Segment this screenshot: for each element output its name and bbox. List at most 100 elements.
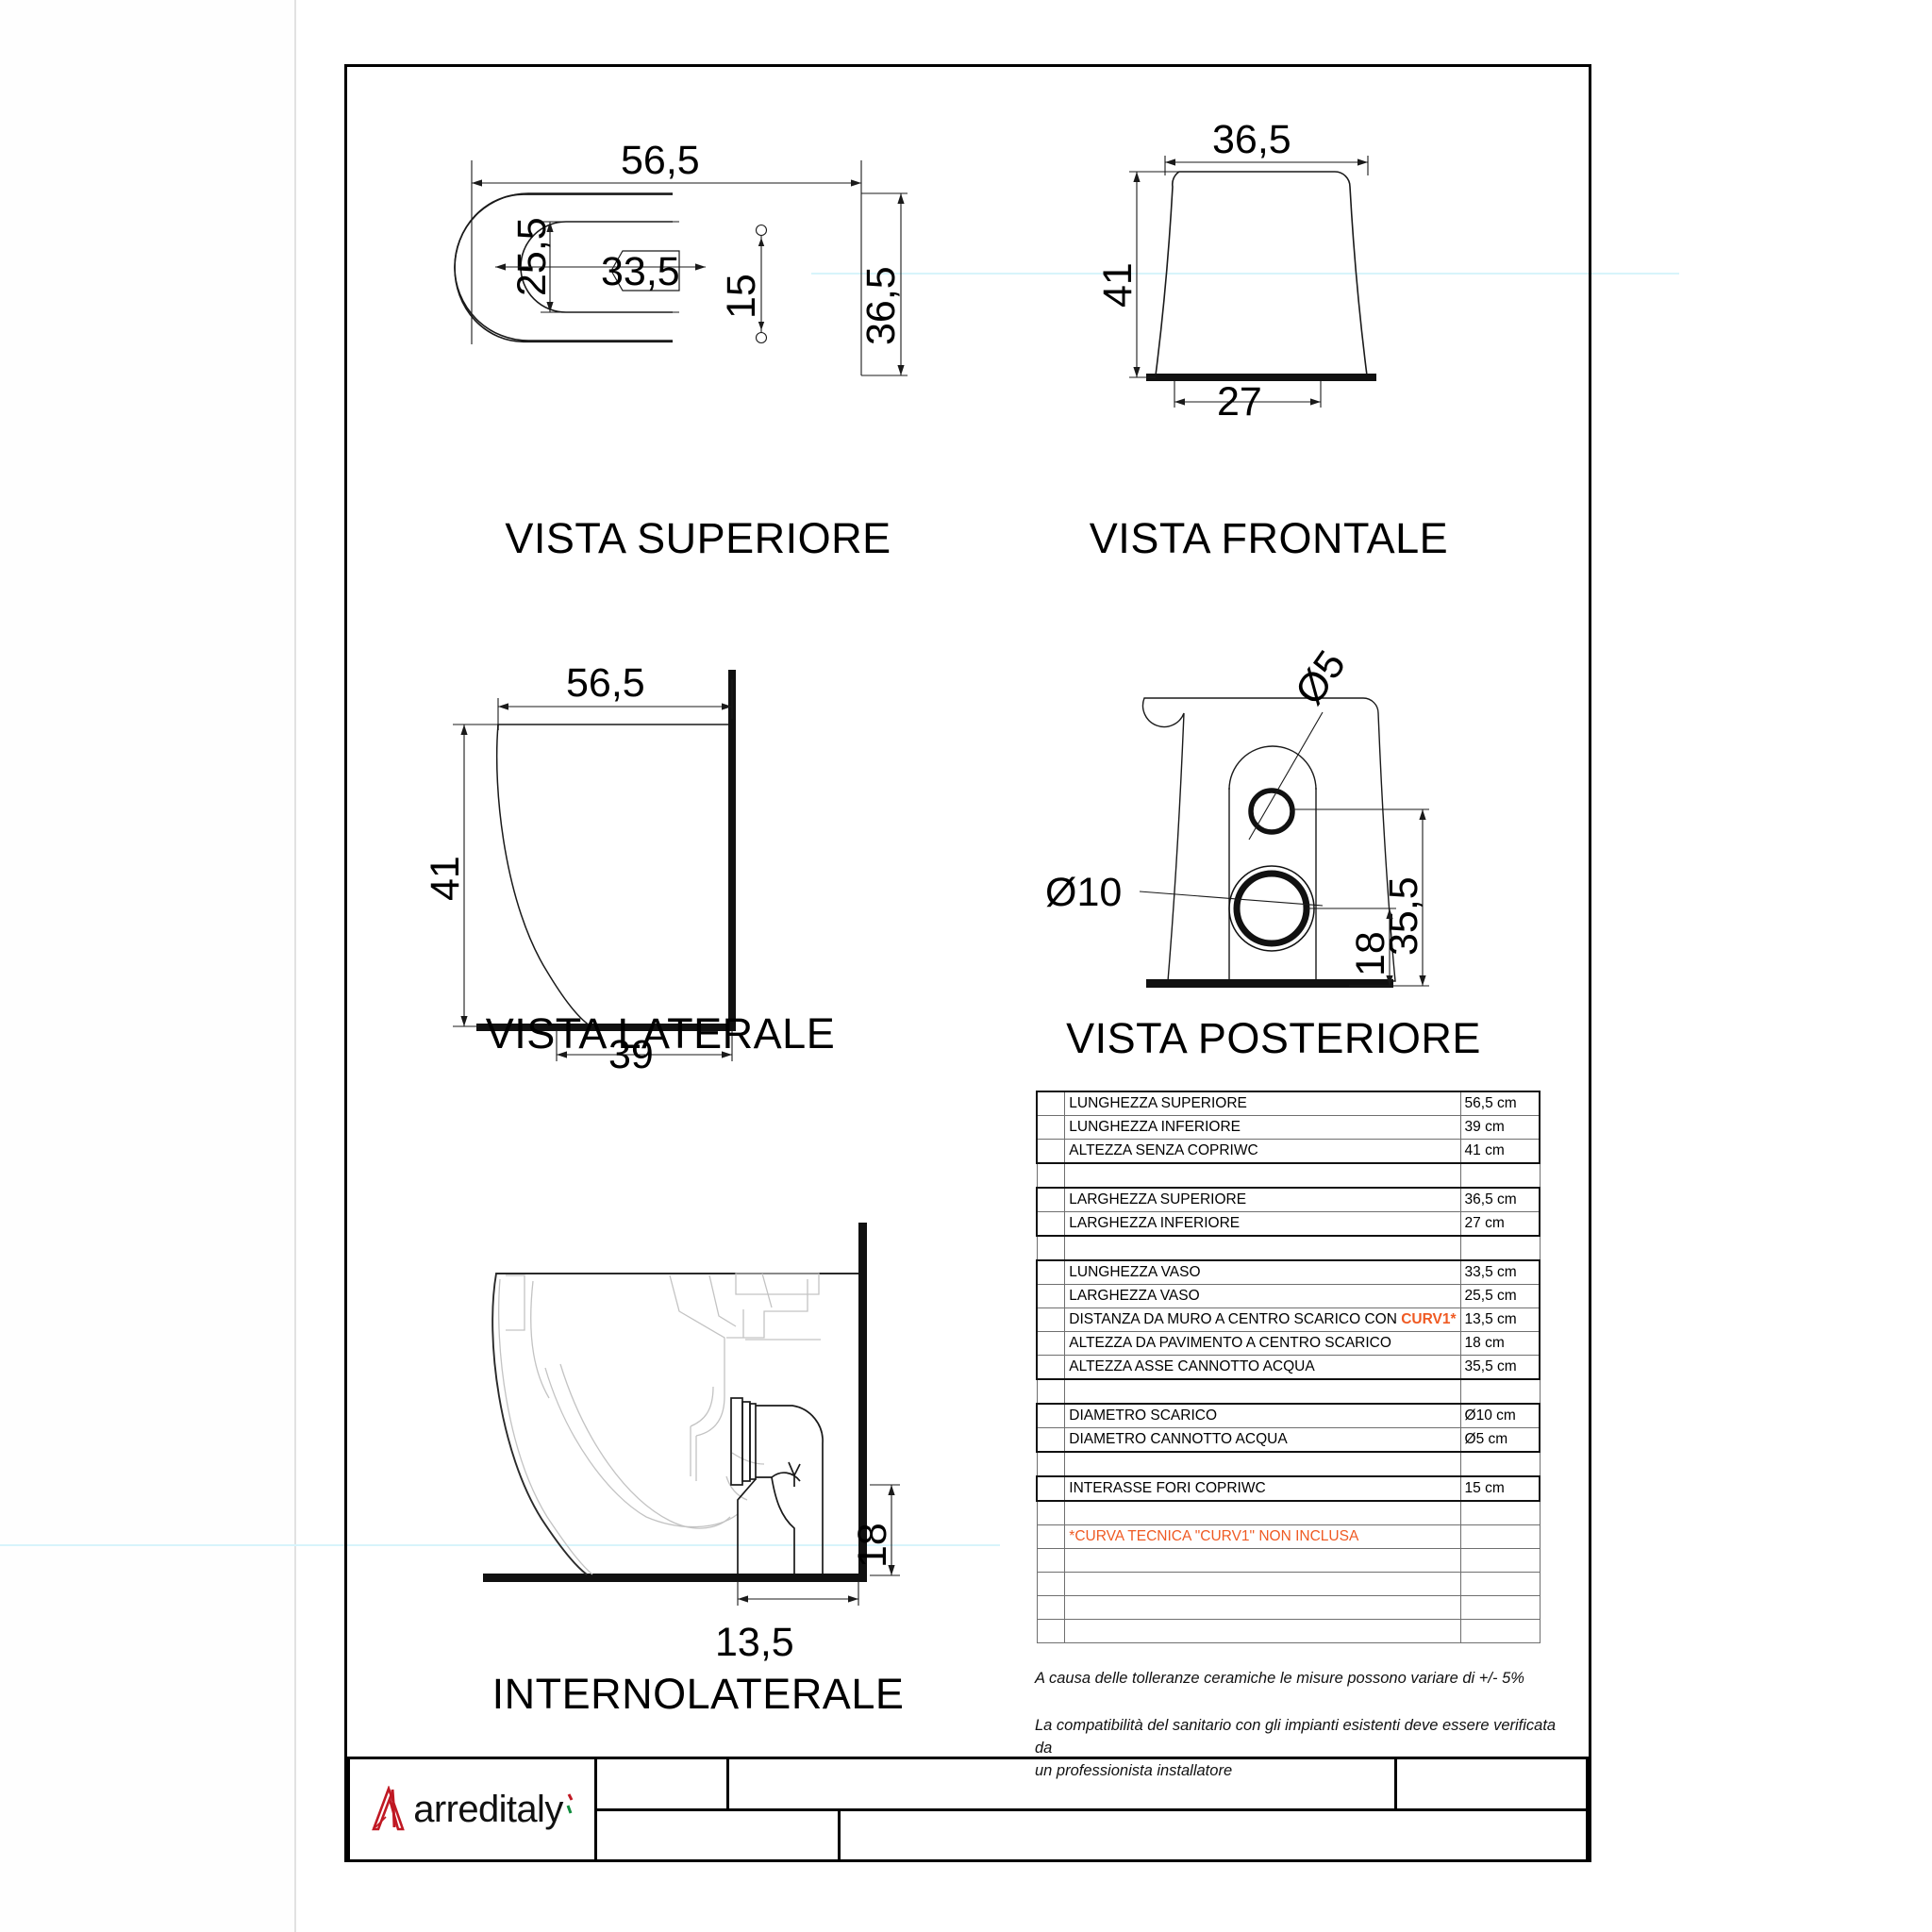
title-block-cell-5 — [841, 1811, 1586, 1860]
table-cell-label — [1064, 1378, 1461, 1405]
table-cell-label: ALTEZZA ASSE CANNOTTO ACQUA — [1064, 1355, 1461, 1380]
title-block-cell-4 — [597, 1810, 841, 1859]
table-cell-index — [1036, 1572, 1066, 1596]
title-block-cell-3 — [1397, 1759, 1586, 1808]
table-cell-label: LUNGHEZZA INFERIORE — [1064, 1115, 1461, 1140]
table-cell-label — [1064, 1595, 1461, 1620]
table-cell-value — [1459, 1451, 1541, 1477]
table-cell-label: ALTEZZA SENZA COPRIWC — [1064, 1139, 1461, 1164]
view-title-vista-laterale: VISTA LATERALE — [485, 1009, 836, 1058]
dim-18-internal: 18 — [850, 1523, 895, 1568]
table-cell-value — [1459, 1619, 1541, 1643]
table-cell-value: 56,5 cm — [1459, 1091, 1541, 1116]
table-cell-label: *CURVA TECNICA "CURV1" NON INCLUSA — [1064, 1524, 1461, 1549]
table-cell-label: DIAMETRO SCARICO — [1064, 1403, 1461, 1428]
table-cell-index — [1036, 1378, 1066, 1405]
page-left-gutter — [0, 0, 294, 1932]
table-cell-index — [1036, 1259, 1066, 1285]
title-block-row-top — [597, 1759, 1586, 1811]
footnote-tolerance: A causa delle tolleranze ceramiche le mi… — [1035, 1670, 1524, 1687]
dim-36-5-right: 36,5 — [858, 266, 904, 345]
brand-logo-text: arreditaly — [413, 1788, 563, 1830]
table-cell-value — [1459, 1378, 1541, 1405]
dim-diam-10: Ø10 — [1045, 870, 1122, 915]
table-cell-label — [1064, 1572, 1461, 1596]
table-row — [1036, 1548, 1541, 1573]
table-row: DISTANZA DA MURO A CENTRO SCARICO CON CU… — [1036, 1307, 1541, 1332]
wall-line-side — [728, 670, 736, 1030]
view-vista-frontale: 36,5 41 27 — [1071, 117, 1467, 434]
table-row — [1036, 1235, 1541, 1261]
table-cell-index — [1036, 1500, 1066, 1525]
title-block-cell-2 — [729, 1759, 1397, 1808]
dim-13-5-internal: 13,5 — [715, 1620, 794, 1665]
table-cell-value: 18 cm — [1459, 1331, 1541, 1356]
table-cell-value: Ø5 cm — [1459, 1427, 1541, 1453]
table-cell-index — [1036, 1331, 1066, 1356]
table-cell-value — [1459, 1595, 1541, 1620]
wall-line-internal — [858, 1223, 867, 1581]
view-vista-superiore: 56,5 36,5 25,5 33,5 — [443, 138, 953, 425]
dim-41-front: 41 — [1095, 262, 1141, 308]
table-cell-value — [1459, 1235, 1541, 1261]
view-title-vista-posteriore: VISTA POSTERIORE — [1066, 1014, 1481, 1062]
dim-56-5-top: 56,5 — [621, 138, 700, 183]
table-row — [1036, 1595, 1541, 1620]
table-cell-label: INTERASSE FORI COPRIWC — [1064, 1475, 1461, 1502]
dim-39-side-bottom: 39 — [608, 1032, 654, 1077]
table-cell-index — [1036, 1427, 1066, 1453]
table-cell-index — [1036, 1355, 1066, 1380]
view-vista-posteriore: Ø5 Ø10 35,5 18 — [1028, 618, 1519, 1033]
table-row — [1036, 1619, 1541, 1643]
table-cell-label — [1064, 1235, 1461, 1261]
table-cell-value — [1459, 1548, 1541, 1573]
view-vista-laterale: 56,5 41 39 — [415, 660, 896, 1077]
title-block: arreditaly — [347, 1757, 1589, 1862]
footnote-compatibility-line1: La compatibilità del sanitario con gli i… — [1035, 1717, 1557, 1757]
table-row — [1036, 1378, 1541, 1405]
table-cell-label: LARGHEZZA INFERIORE — [1064, 1211, 1461, 1237]
table-row — [1036, 1572, 1541, 1596]
table-cell-value: Ø10 cm — [1459, 1403, 1541, 1428]
table-cell-value: 39 cm — [1459, 1115, 1541, 1140]
table-cell-label: LARGHEZZA SUPERIORE — [1064, 1187, 1461, 1212]
table-cell-index — [1036, 1619, 1066, 1643]
accent-text: CURV1* — [1401, 1311, 1457, 1327]
floor-line-side — [476, 1024, 736, 1031]
dim-diam-5: Ø5 — [1287, 642, 1355, 713]
view-title-vista-superiore: VISTA SUPERIORE — [505, 514, 891, 562]
table-cell-value: 36,5 cm — [1459, 1187, 1541, 1212]
table-cell-label: LUNGHEZZA VASO — [1064, 1259, 1461, 1285]
water-inlet-hole — [1248, 788, 1295, 835]
footnote-compatibility-line2: un professionista installatore — [1035, 1761, 1233, 1779]
dim-15-seat-holes: 15 — [719, 274, 764, 319]
dim-18-rear: 18 — [1348, 931, 1393, 976]
table-row — [1036, 1500, 1541, 1525]
table-cell-index — [1036, 1235, 1066, 1261]
table-cell-label: LUNGHEZZA SUPERIORE — [1064, 1091, 1461, 1116]
table-cell-label — [1064, 1548, 1461, 1573]
floor-line-rear — [1146, 979, 1393, 988]
floor-line-internal — [483, 1574, 867, 1582]
table-cell-value — [1459, 1572, 1541, 1596]
table-row — [1036, 1451, 1541, 1477]
floor-line-front — [1146, 374, 1376, 381]
table-row: *CURVA TECNICA "CURV1" NON INCLUSA — [1036, 1524, 1541, 1549]
table-cell-label: DISTANZA DA MURO A CENTRO SCARICO CON CU… — [1064, 1307, 1461, 1332]
construction-guide-bottom — [0, 1544, 1000, 1546]
table-cell-label — [1064, 1451, 1461, 1477]
view-title-vista-frontale: VISTA FRONTALE — [1089, 514, 1449, 562]
table-cell-index — [1036, 1211, 1066, 1237]
table-cell-index — [1036, 1187, 1066, 1212]
waste-outlet-hole — [1233, 870, 1310, 947]
table-cell-index — [1036, 1307, 1066, 1332]
